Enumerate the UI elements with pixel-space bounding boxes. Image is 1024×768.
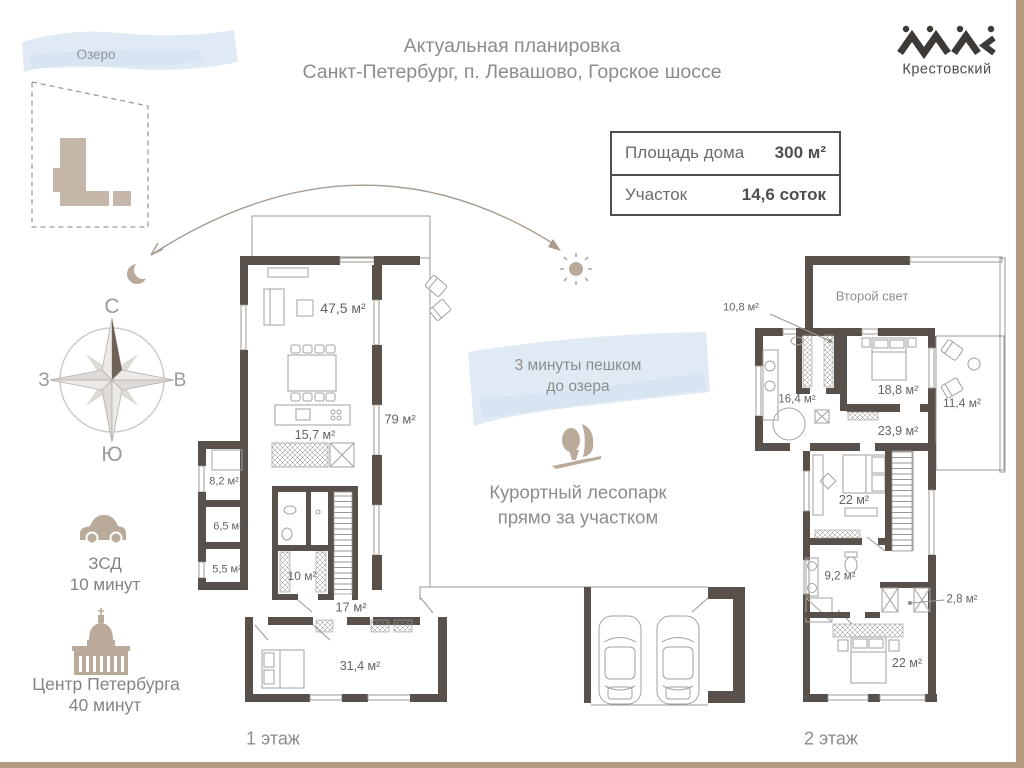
info-value: 300 м² (774, 143, 826, 163)
info-row-house-area: Площадь дома 300 м² (612, 133, 839, 174)
lake-band-top (22, 30, 238, 72)
logo-text: Крестовский (902, 61, 992, 78)
lake-band-center (468, 332, 710, 426)
page-title-line2: Санкт-Петербург, п. Левашово, Горское шо… (302, 60, 722, 83)
room-label-17: 17 м² (335, 599, 367, 615)
compass-west-label: З (38, 370, 50, 392)
crescent-moon-icon (127, 261, 152, 284)
room-label-10-8: 10,8 м² (723, 301, 759, 314)
info-row-plot-area: Участок 14,6 соток (612, 173, 839, 215)
room-label-2-8: 2,8 м² (946, 593, 978, 606)
site-plot-box (31, 81, 149, 228)
room-label-6-5: 6,5 м² (213, 520, 243, 533)
room-label-deck: 79 м² (384, 411, 416, 427)
room-label-22a: 22 м² (838, 492, 870, 507)
city-center-label: Центр Петербурга (32, 673, 180, 694)
room-label-18-8: 18,8 м² (877, 382, 919, 397)
logo-mark-icon (897, 25, 996, 60)
room-label-kitchen: 15,7 м² (294, 427, 336, 442)
car-icon (80, 515, 126, 545)
room-label-16-4: 16,4 м² (778, 393, 816, 406)
floor1-plan (198, 215, 745, 706)
sun-icon (560, 253, 592, 285)
room-label-9-2: 9,2 м² (824, 570, 856, 583)
lake-label: Озеро (76, 47, 116, 63)
page-title-line1: Актуальная планировка (403, 34, 621, 57)
room-label-5-5: 5,5 м² (212, 563, 242, 576)
floor1-label: 1 этаж (246, 728, 300, 749)
forest-tree-icon (552, 424, 601, 469)
forest-park-note-line1: Курортный лесопарк (489, 481, 667, 503)
room-label-living: 47,5 м² (320, 299, 366, 316)
cathedral-icon (72, 608, 130, 675)
floor2-label: 2 этаж (804, 728, 858, 749)
room-label-11-4: 11,4 м² (942, 396, 982, 411)
room-label-10: 10 м² (287, 569, 317, 584)
compass-east-label: В (173, 370, 187, 392)
second-light-label: Второй свет (835, 288, 909, 304)
lake-walk-note-line2: до озера (546, 378, 610, 396)
compass-south-label: Ю (101, 442, 123, 466)
room-label-22b: 22 м² (891, 655, 923, 670)
two-cars-icon (598, 615, 700, 705)
info-label: Участок (625, 184, 688, 204)
zsd-time-label: 10 минут (69, 575, 141, 595)
room-label-23-9: 23,9 м² (877, 423, 919, 438)
compass-north-label: С (104, 294, 120, 318)
sun-path-arrow-icon (150, 184, 561, 256)
room-label-8-2: 8,2 м² (209, 475, 239, 488)
compass-rose-icon (49, 317, 175, 443)
zsd-label: ЗСД (88, 554, 122, 574)
city-center-time-label: 40 минут (68, 694, 142, 715)
info-label: Площадь дома (625, 143, 745, 163)
floor2-plan (755, 256, 1006, 703)
frame-border-right (1016, 0, 1024, 768)
forest-park-note-line2: прямо за участком (497, 506, 659, 528)
lake-walk-note-line1: 3 минуты пешком (514, 357, 642, 375)
house-footprint-shape (53, 138, 131, 206)
info-box: Площадь дома 300 м² Участок 14,6 соток (610, 131, 841, 216)
frame-border-bottom (0, 762, 1024, 768)
info-value: 14,6 соток (741, 184, 826, 204)
room-label-31-4: 31,4 м² (339, 658, 381, 673)
